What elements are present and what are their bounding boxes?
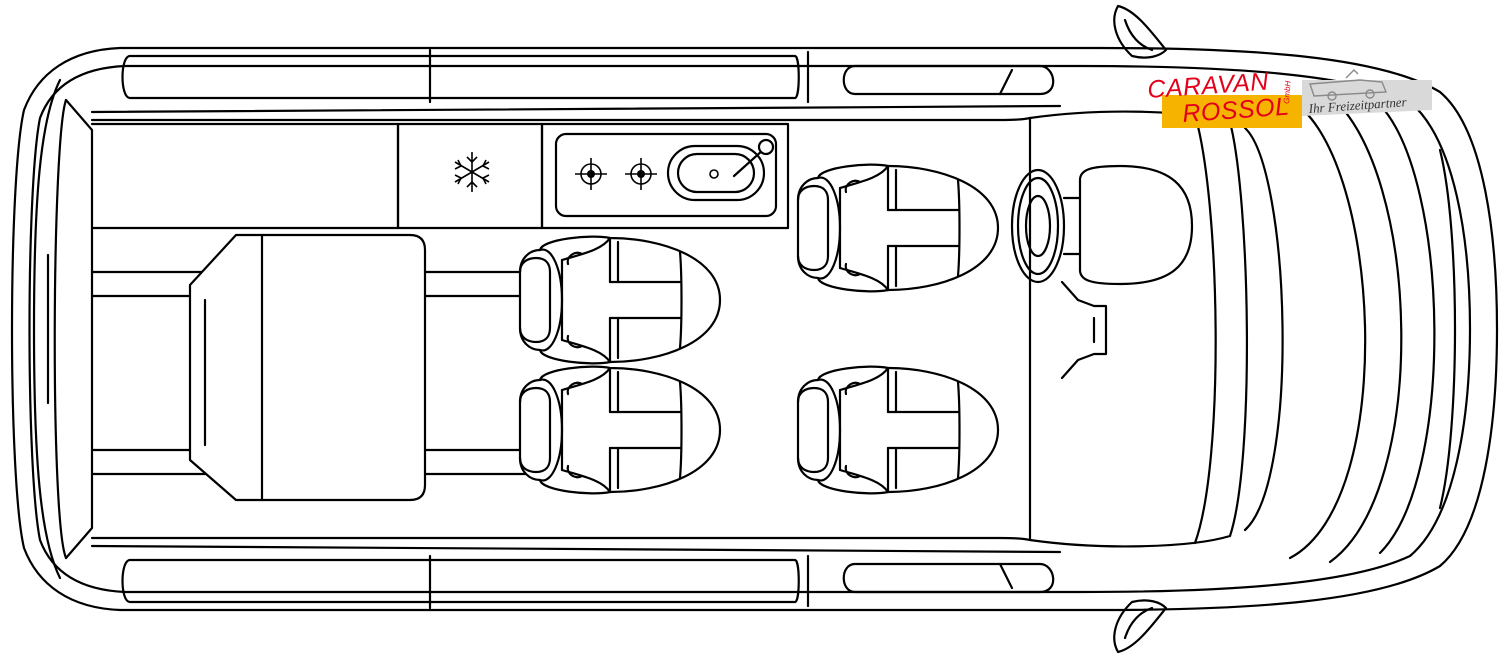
steering-wheel bbox=[1010, 168, 1082, 284]
dealer-logo: CARAVAN ROSSOL GmbH Ihr Freizeitpartner bbox=[1146, 68, 1432, 128]
dashboard-console bbox=[1060, 164, 1194, 380]
side-mirror-top bbox=[1113, 4, 1168, 59]
logo-band bbox=[1162, 95, 1302, 128]
logo-panel bbox=[1302, 80, 1432, 116]
sink-icon bbox=[666, 138, 775, 202]
burner-icon bbox=[575, 158, 607, 190]
kitchen-counter bbox=[540, 122, 790, 230]
seat-rear-right bbox=[518, 365, 722, 495]
burner-icon bbox=[625, 158, 657, 190]
side-mirror-bottom bbox=[1113, 599, 1168, 654]
seat-front-left bbox=[796, 163, 1000, 293]
logo-tagline: Ihr Freizeitpartner bbox=[1307, 94, 1408, 116]
seat-rear-left bbox=[518, 235, 722, 365]
snowflake-icon bbox=[454, 152, 490, 192]
seat-front-right bbox=[796, 365, 1000, 495]
logo-suffix: GmbH bbox=[1282, 80, 1293, 104]
rear-bench bbox=[188, 233, 427, 502]
fridge bbox=[396, 122, 544, 230]
caravan-icon bbox=[1309, 69, 1388, 101]
